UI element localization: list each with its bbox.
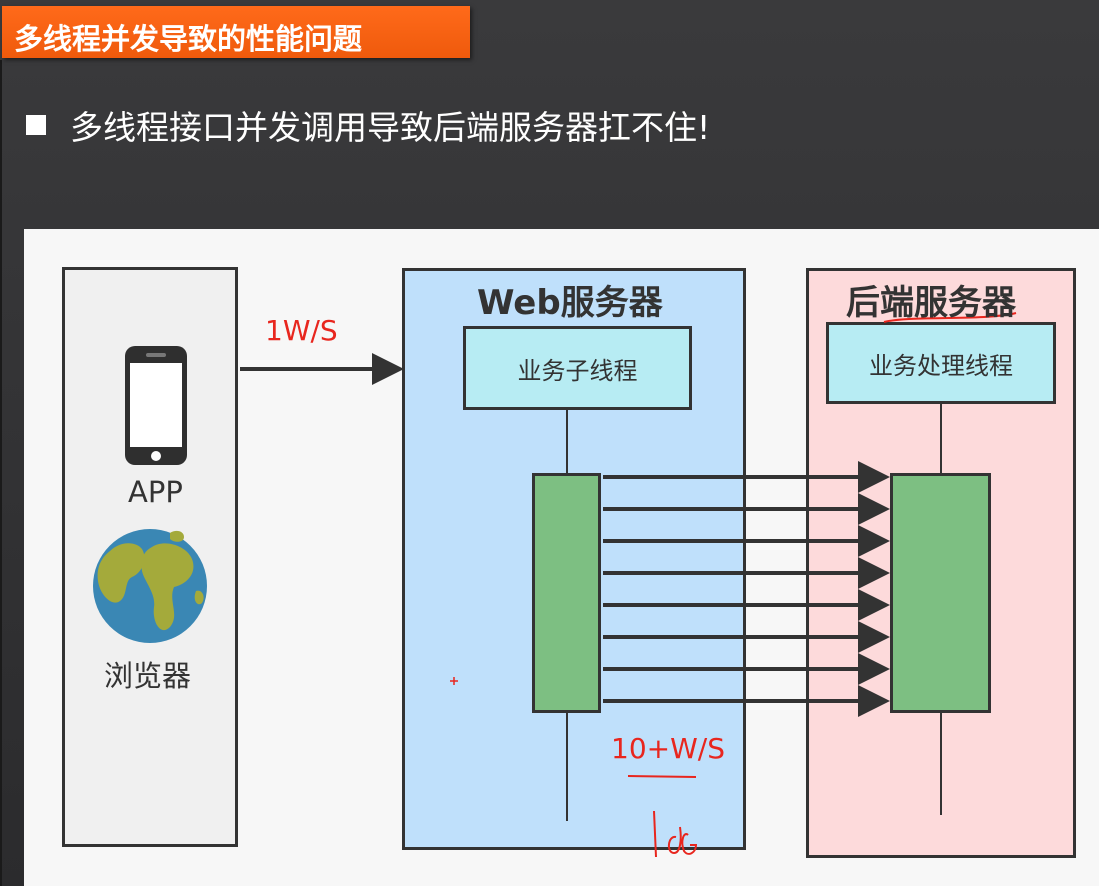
slide-title: 多线程并发导致的性能问题 (14, 22, 363, 56)
backend-worker-bar (890, 473, 991, 713)
handwritten-annotation (653, 810, 657, 858)
underline-annotation (627, 775, 697, 778)
web-worker-bar (532, 473, 601, 713)
fanout-rate-label: 10+W/S (611, 732, 725, 765)
bullet-text: 多线程接口并发调用导致后端服务器扛不住! (70, 108, 711, 147)
diagram-graphics (93, 346, 207, 643)
web-thread-label: 业务子线程 (517, 356, 638, 385)
phone-icon (125, 346, 187, 465)
app-label: APP (128, 475, 183, 509)
web-server-title: Web服务器 (477, 283, 663, 323)
architecture-diagram: 业务子线程 业务处理线程 APP 浏览器 Web服务器 后端服务器 1W/S 1… (24, 229, 1099, 886)
title-underline-annotation (883, 312, 1017, 323)
web-thread-box: 业务子线程 (463, 326, 692, 410)
backend-server-title: 后端服务器 (846, 283, 1016, 323)
fanout-arrows (603, 461, 890, 717)
backend-thread-label: 业务处理线程 (869, 351, 1013, 380)
arrows-layer (240, 312, 1017, 858)
backend-thread-box: 业务处理线程 (826, 322, 1056, 404)
bullet-icon (26, 115, 46, 135)
handwritten-scribble (668, 826, 698, 855)
title-banner: 多线程并发导致的性能问题 (2, 6, 470, 58)
slide-edge (0, 60, 2, 886)
browser-label: 浏览器 (104, 659, 192, 693)
cursor-mark (450, 677, 458, 685)
request-rate-label: 1W/S (265, 314, 338, 347)
globe-icon (93, 529, 207, 643)
